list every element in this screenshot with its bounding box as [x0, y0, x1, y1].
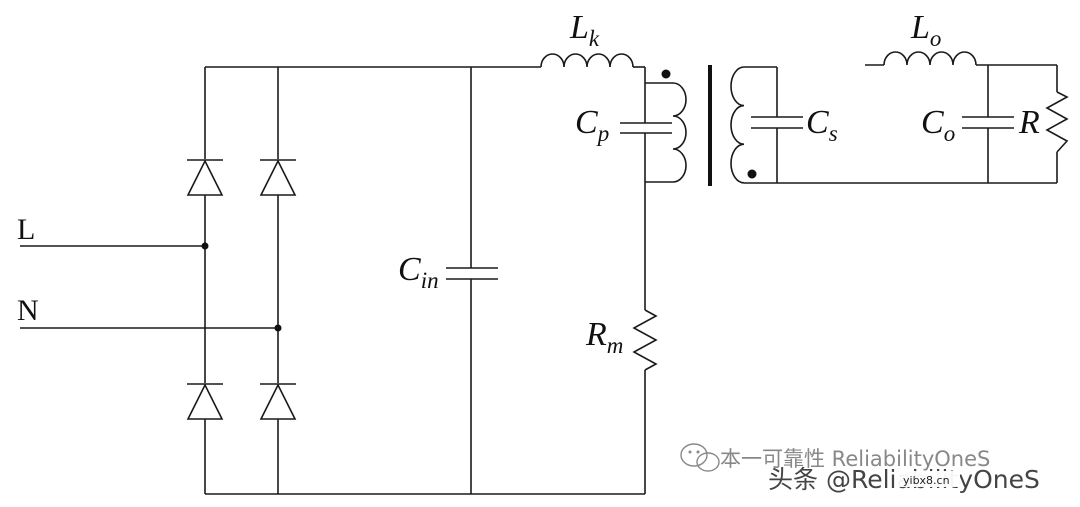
leakage-inductor: Lk [540, 9, 645, 68]
watermark-corner: yibx8.cn [903, 474, 950, 487]
diode-d3 [186, 383, 224, 420]
secondary-dot [747, 169, 757, 179]
primary-winding [672, 82, 687, 183]
cp-label: Cp [575, 104, 609, 146]
secondary-winding [730, 66, 745, 184]
lk-label: Lk [569, 9, 600, 51]
cin-label: Cin [398, 251, 439, 293]
diode-d4 [259, 383, 297, 420]
diode-d1 [186, 159, 224, 196]
neutral-junction-dot [274, 324, 282, 332]
diode-d2 [259, 159, 297, 196]
watermark: 本一可靠性 ReliabilityOneS 头条 @ReliabilityOne… [680, 443, 1040, 494]
watermark-line1: 本一可靠性 ReliabilityOneS [720, 447, 990, 471]
co-label: Co [921, 104, 955, 146]
wechat-icon [680, 443, 720, 472]
input-capacitor: Cin [398, 67, 498, 494]
bridge-rectifier: L N [17, 66, 645, 495]
rm-label: Rm [585, 316, 623, 358]
lo-label: Lo [910, 9, 941, 51]
output-inductor: Lo [865, 9, 1057, 66]
line-junction-dot [201, 242, 209, 250]
primary-side: Cp [575, 67, 687, 310]
r-load-label: R [1018, 104, 1040, 141]
neutral-terminal-label: N [17, 294, 39, 327]
cs-label: Cs [806, 104, 838, 146]
sense-resistor: Rm [585, 309, 658, 494]
output-capacitor: Co [921, 65, 1014, 183]
load-resistor: R [1018, 65, 1069, 183]
line-terminal-label: L [17, 213, 35, 246]
secondary-side: Cs [730, 66, 1057, 184]
primary-dot [661, 69, 671, 79]
